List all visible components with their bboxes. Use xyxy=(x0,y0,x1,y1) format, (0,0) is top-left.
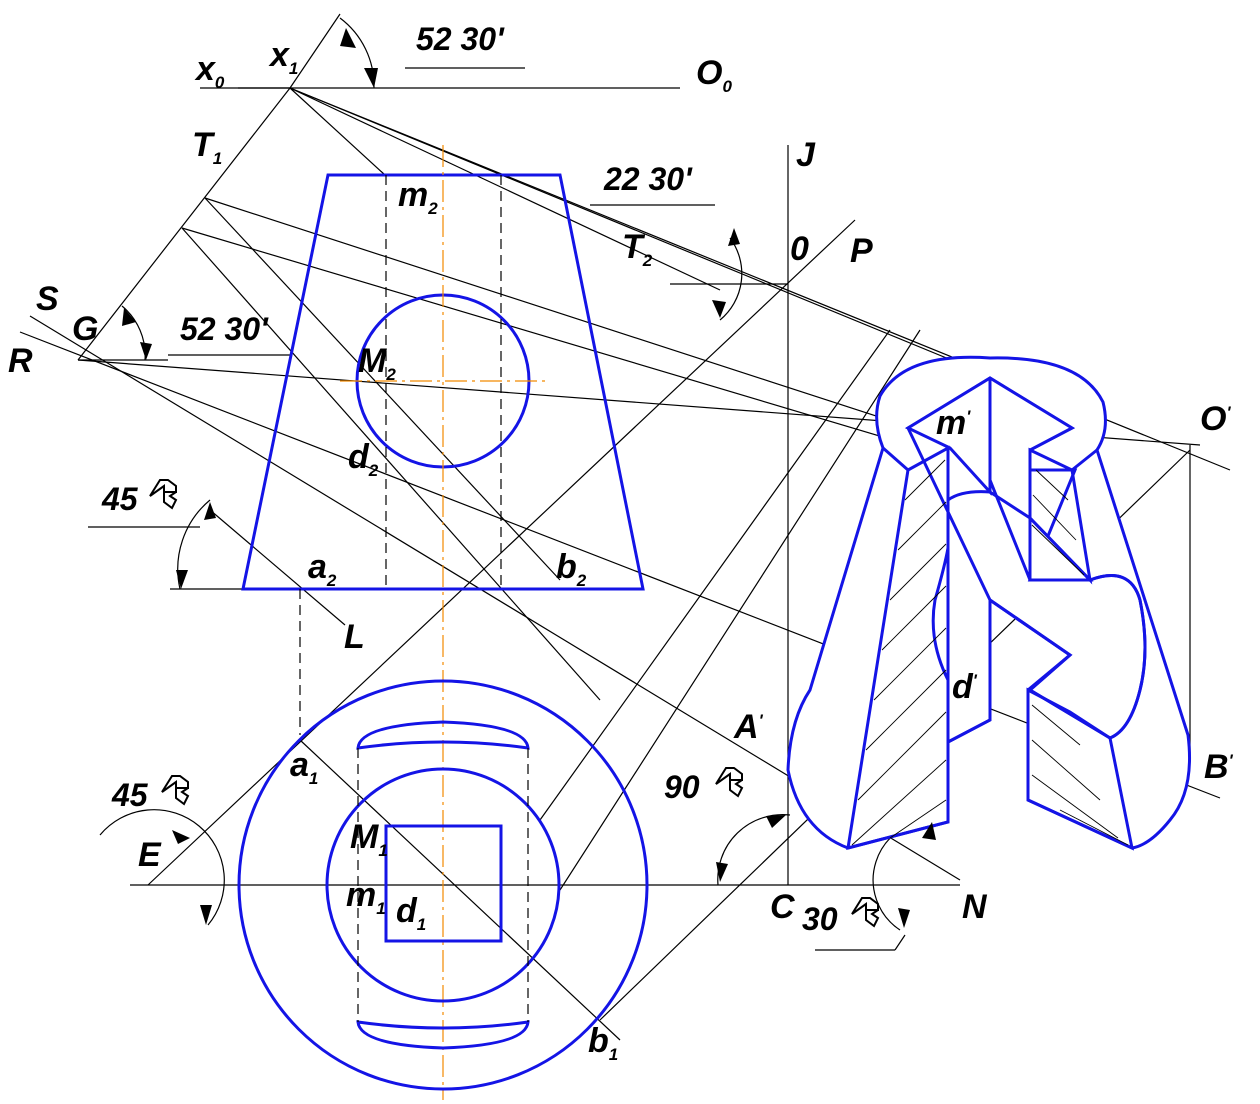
label-r: R xyxy=(8,342,33,380)
line-diag-2 xyxy=(559,329,921,891)
arrowheads xyxy=(122,28,936,928)
label-d-prime: d' xyxy=(952,668,978,706)
angle-label-top: 52 30' xyxy=(416,21,505,57)
outer-circle xyxy=(237,679,649,1091)
label-d2: d2 xyxy=(348,438,379,480)
label-t1: T1 xyxy=(192,126,222,168)
angle-label-90: 90 xyxy=(664,769,700,805)
square-hole xyxy=(384,824,503,943)
label-x1: x1 xyxy=(268,36,298,78)
axo-hatched-right-upper xyxy=(1028,447,1093,585)
front-view xyxy=(241,145,645,1100)
label-s: S xyxy=(36,280,59,318)
angle-annotations: 52 30' 22 30' 52 30' 45 45 90 30 xyxy=(101,21,879,937)
label-g: G xyxy=(72,310,98,348)
labels: x0 x1 O0 T1 T2 J 0 P S G R L m2 M2 d2 a2… xyxy=(8,36,1234,1064)
line-x1-upward xyxy=(289,13,341,89)
label-a1: a1 xyxy=(290,746,318,788)
line-x1-to-e xyxy=(77,87,291,361)
label-M1: M1 xyxy=(350,818,388,860)
axo-hatched-left-upper xyxy=(846,445,950,851)
label-b1: b1 xyxy=(588,1022,618,1064)
axo-inner-cavity xyxy=(931,448,1147,745)
label-x0: x0 xyxy=(194,50,225,92)
line-diag-1 xyxy=(539,329,891,821)
arc-angle-mid xyxy=(719,237,743,321)
degree-arrow-icon xyxy=(715,767,743,797)
inner-circle xyxy=(325,767,561,1003)
label-p: P xyxy=(850,232,873,270)
trapezoid-outline xyxy=(241,173,645,591)
label-m1: m1 xyxy=(346,876,386,918)
line-g-a xyxy=(204,197,951,441)
degree-arrow-icon xyxy=(149,479,177,509)
label-o0: O0 xyxy=(696,54,732,96)
label-c: C xyxy=(770,888,795,926)
axo-edge-1 xyxy=(882,446,909,472)
line-45-l xyxy=(181,227,601,701)
label-zero: 0 xyxy=(790,230,809,268)
leader-30 xyxy=(894,934,906,951)
label-b-prime: B' xyxy=(1204,748,1234,786)
line-left-45 xyxy=(209,509,346,626)
axonometric-view xyxy=(786,355,1192,851)
slot-top xyxy=(356,720,530,750)
line-x1-low xyxy=(289,87,721,291)
line-x1-to-m2 xyxy=(289,87,386,176)
angle-label-45-left: 45 xyxy=(101,481,139,517)
line-g-b xyxy=(181,227,961,461)
axo-edge-2 xyxy=(1071,448,1098,472)
plan-view xyxy=(237,679,649,1091)
angle-label-middle: 22 30' xyxy=(603,161,693,197)
angle-label-30: 30 xyxy=(802,901,838,937)
label-M2: M2 xyxy=(358,342,396,384)
degree-arrow-icon xyxy=(851,897,879,927)
label-b2: b2 xyxy=(556,548,587,590)
label-d1: d1 xyxy=(396,892,426,934)
label-l: L xyxy=(344,618,365,656)
label-a-prime: A' xyxy=(733,708,764,746)
arc-angle-90 xyxy=(717,814,791,886)
angle-label-left: 52 30' xyxy=(180,311,269,347)
label-o-prime: O' xyxy=(1200,400,1231,438)
axo-hatched-right-lower xyxy=(1026,687,1135,851)
angle-label-45-bottom: 45 xyxy=(111,777,149,813)
hatch-lines xyxy=(851,459,1129,846)
label-m2: m2 xyxy=(398,176,438,218)
slot-bottom xyxy=(356,1020,530,1050)
label-t2: T2 xyxy=(622,228,653,270)
label-e: E xyxy=(138,836,162,874)
label-a2: a2 xyxy=(308,548,337,590)
label-j: J xyxy=(796,136,816,174)
arc-angle-45-bottom xyxy=(99,809,225,926)
line-x1-to-p xyxy=(289,87,1001,381)
line-r-to-b xyxy=(19,331,1221,799)
label-m-prime: m' xyxy=(936,404,971,442)
label-n: N xyxy=(962,888,988,926)
line-a1-b1 xyxy=(299,739,621,1041)
degree-arrow-icon xyxy=(161,775,189,805)
